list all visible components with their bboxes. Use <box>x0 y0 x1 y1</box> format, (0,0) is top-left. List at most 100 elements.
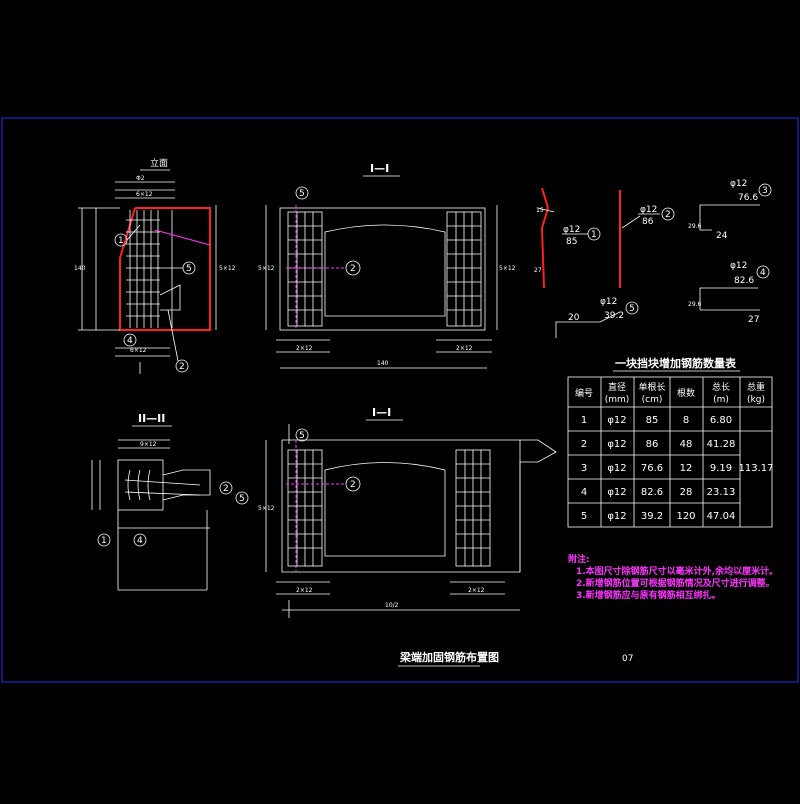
bar3-len: 76.6 <box>738 193 758 203</box>
cell-total: 47.04 <box>707 511 736 522</box>
bar4-v: 29.6 <box>688 301 702 308</box>
section-top-view: I—I <box>258 162 516 369</box>
cell-qty: 28 <box>680 487 693 498</box>
cell-total: 9.19 <box>710 463 732 474</box>
callout-5: 5 <box>186 264 192 274</box>
note-item: 1.本图尺寸除钢筋尺寸以毫米计外,余均以厘米计。 <box>576 565 778 577</box>
svg-text:5×12: 5×12 <box>258 505 275 512</box>
cell-len: 39.2 <box>641 511 663 522</box>
bar1-len: 85 <box>566 237 577 247</box>
bar2-len: 86 <box>642 217 654 227</box>
section-top-label: I—I <box>370 162 389 175</box>
cell-total: 23.13 <box>707 487 736 498</box>
callout-5-top: 5 <box>299 189 305 199</box>
callout-4-left: 4 <box>137 536 143 546</box>
quantity-table: 一块挡块增加钢筋数量表 编号 直径 (mm) 单根长 (cm) 根数 总长 (m… <box>567 356 774 528</box>
svg-text:Φ2: Φ2 <box>136 175 145 182</box>
cell-qty: 48 <box>680 439 693 450</box>
cell-total: 6.80 <box>710 415 732 426</box>
bar4-len: 82.6 <box>734 276 754 286</box>
header-cell: (m) <box>713 395 729 405</box>
cell-total: 41.28 <box>707 439 736 450</box>
cell-dia: φ12 <box>607 487 626 498</box>
cell-dia: φ12 <box>607 511 626 522</box>
cell-len: 85 <box>646 415 659 426</box>
note-item: 3.新增钢筋应与原有钢筋相互绑扎。 <box>576 589 721 601</box>
dim-sub: 2×12 <box>296 587 313 594</box>
bar3-dia: φ12 <box>730 179 747 189</box>
bar5-dia: φ12 <box>600 297 617 307</box>
svg-text:5×12: 5×12 <box>219 265 236 272</box>
svg-text:2×12: 2×12 <box>296 345 313 352</box>
table-row: 2 φ12 86 48 41.28 <box>581 439 736 450</box>
header-cell: (cm) <box>642 395 663 405</box>
bar-shapes: φ12 85 1 15 27 φ12 86 2 φ12 76.6 3 29.6 … <box>534 179 772 338</box>
callout-1: 1 <box>118 236 124 246</box>
callout-bar1: 1 <box>591 230 597 240</box>
cell-no: 4 <box>581 487 587 498</box>
callout-bar4: 4 <box>760 268 766 278</box>
callout-bar2: 2 <box>665 210 671 220</box>
callout-5-bottom: 5 <box>299 431 305 441</box>
elevation-view: 立面 Φ2 6×12 <box>74 157 236 374</box>
cell-dia: φ12 <box>607 415 626 426</box>
cell-no: 5 <box>581 511 587 522</box>
section-bottom-label: I—I <box>372 406 391 419</box>
table-row: 5 φ12 39.2 120 47.04 <box>581 511 736 522</box>
table-row: 1 φ12 85 8 6.80 <box>581 415 732 426</box>
cell-dia: φ12 <box>607 439 626 450</box>
header-cell: 总重 <box>747 381 765 393</box>
svg-text:6×12: 6×12 <box>136 191 153 198</box>
callout-2: 2 <box>179 362 185 372</box>
svg-text:5×12: 5×12 <box>258 265 275 272</box>
cell-no: 1 <box>581 415 587 426</box>
cell-no: 2 <box>581 439 587 450</box>
cell-qty: 8 <box>683 415 689 426</box>
dim-top-span: 140 <box>377 360 389 367</box>
callout-2-top: 2 <box>350 264 356 274</box>
bar1-top: 15 <box>536 207 544 214</box>
callout-2-left: 2 <box>223 484 229 494</box>
cell-qty: 12 <box>680 463 693 474</box>
svg-text:2×12: 2×12 <box>468 587 485 594</box>
weight-total: 113.17 <box>739 463 774 474</box>
header-cell: 直径 <box>608 381 626 393</box>
cell-qty: 120 <box>676 511 695 522</box>
callout-5-left: 5 <box>239 494 245 504</box>
callout-4: 4 <box>127 336 133 346</box>
bar2-dia: φ12 <box>640 205 657 215</box>
cell-len: 82.6 <box>641 487 663 498</box>
table-title: 一块挡块增加钢筋数量表 <box>615 356 737 370</box>
header-cell: 单根长 <box>638 381 665 393</box>
header-cell: 根数 <box>677 387 695 399</box>
elevation-label: 立面 <box>150 157 168 169</box>
cell-no: 3 <box>581 463 587 474</box>
table-row: 4 φ12 82.6 28 23.13 <box>581 487 736 498</box>
svg-text:6×12: 6×12 <box>130 347 147 354</box>
svg-text:9×12: 9×12 <box>140 441 157 448</box>
bar3-h: 24 <box>716 231 728 241</box>
notes-heading: 附注: <box>568 553 590 565</box>
callout-2-bottom: 2 <box>350 480 356 490</box>
section-bottom-view: I—I <box>258 406 557 618</box>
drawing-title: 梁端加固钢筋布置图 <box>399 650 499 664</box>
header-cell: (mm) <box>605 395 630 405</box>
callout-1-left: 1 <box>101 536 107 546</box>
section-left-label: II—II <box>138 412 165 425</box>
svg-text:2×12: 2×12 <box>456 345 473 352</box>
cell-len: 76.6 <box>641 463 663 474</box>
svg-text:140: 140 <box>74 265 86 272</box>
sheet-number: 07 <box>622 654 633 664</box>
cell-len: 86 <box>646 439 659 450</box>
cell-dia: φ12 <box>607 463 626 474</box>
bar4-h: 27 <box>748 315 759 325</box>
notes: 附注: 1.本图尺寸除钢筋尺寸以毫米计外,余均以厘米计。 2.新增钢筋位置可根据… <box>568 553 778 601</box>
bar5-len: 39.2 <box>604 311 624 321</box>
bar5-h: 20 <box>568 313 580 323</box>
bar1-dia: φ12 <box>563 225 580 235</box>
header-cell: (kg) <box>747 395 765 405</box>
header-cell: 编号 <box>575 387 593 399</box>
bar3-v: 29.6 <box>688 223 702 230</box>
section-left-view: II—II 9×12 1 4 2 5 <box>91 412 249 591</box>
